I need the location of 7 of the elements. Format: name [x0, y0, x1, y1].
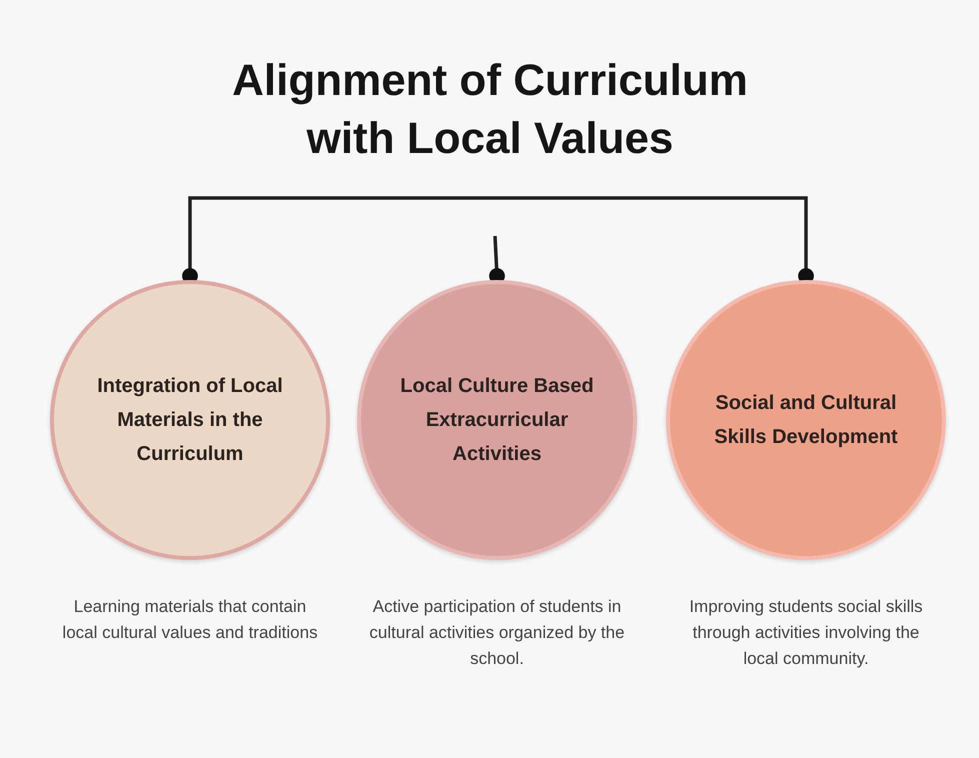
description-text: Active participation of students in cultural activities organized by the school. — [369, 596, 625, 670]
description-text: Improving students social skills through activities involving the local community. — [688, 596, 924, 670]
node-label: Social and Cultural Skills Development — [713, 391, 899, 450]
title: Alignment of Curriculum with Local Values — [231, 55, 749, 165]
node-label: Integration of Local Materials in the Curriculum — [96, 374, 284, 467]
node-label: Local Culture Based Extracurricular Activities — [399, 374, 595, 467]
description-text: Learning materials that contain local cultural values and traditions — [62, 596, 318, 644]
